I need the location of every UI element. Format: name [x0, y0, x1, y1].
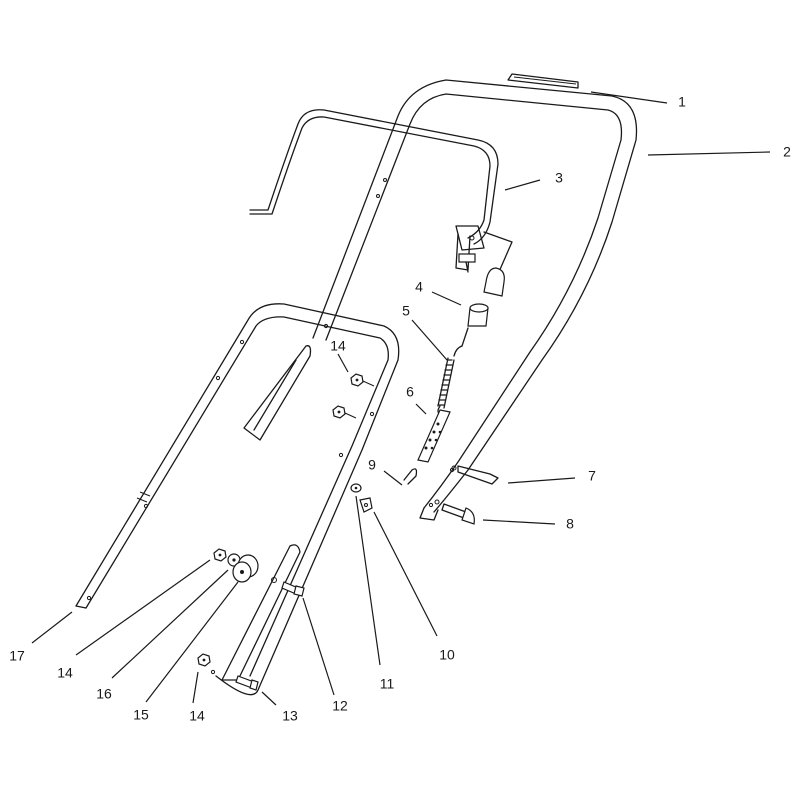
spring-bracket	[417, 409, 451, 463]
bolt	[271, 577, 305, 597]
callout-1: 1	[678, 94, 686, 110]
lock-nut	[350, 373, 375, 387]
extension-spring	[437, 327, 469, 415]
callout-7: 7	[588, 468, 596, 484]
handle-knob	[232, 554, 259, 583]
callout-3: 3	[555, 170, 563, 186]
callout-14: 14	[330, 338, 346, 354]
wire-tie	[451, 465, 499, 485]
callout-8: 8	[566, 516, 574, 532]
callout-6: 6	[406, 384, 414, 400]
lock-nut	[197, 653, 211, 667]
callout-10: 10	[439, 647, 455, 663]
lock-nut	[332, 405, 357, 419]
callout-2: 2	[783, 144, 791, 160]
callout-15: 15	[133, 707, 149, 723]
washer	[350, 483, 362, 493]
callout-17: 17	[9, 648, 25, 664]
leader-lines	[31, 91, 771, 706]
callout-4: 4	[415, 279, 423, 295]
cotter-pin	[403, 468, 418, 485]
spring-bushing	[467, 303, 489, 327]
callout-9: 9	[368, 457, 376, 473]
cable-clip	[359, 497, 373, 513]
callout-13: 13	[282, 708, 298, 724]
callout-16: 16	[96, 686, 112, 702]
callout-14: 14	[57, 665, 73, 681]
bolt	[235, 675, 259, 691]
callout-11: 11	[380, 676, 395, 692]
callout-labels: 1 2 3 4 5 6 7 8 9 10 11 12 13 14 14 14 1…	[9, 94, 791, 724]
lock-nut	[213, 548, 227, 562]
lower-handle	[75, 303, 400, 696]
callout-14: 14	[189, 708, 205, 724]
callout-5: 5	[402, 303, 410, 319]
control-bail	[249, 109, 513, 297]
carriage-bolt	[434, 499, 475, 525]
handle-grip-strip	[507, 73, 579, 89]
callout-12: 12	[332, 698, 348, 714]
